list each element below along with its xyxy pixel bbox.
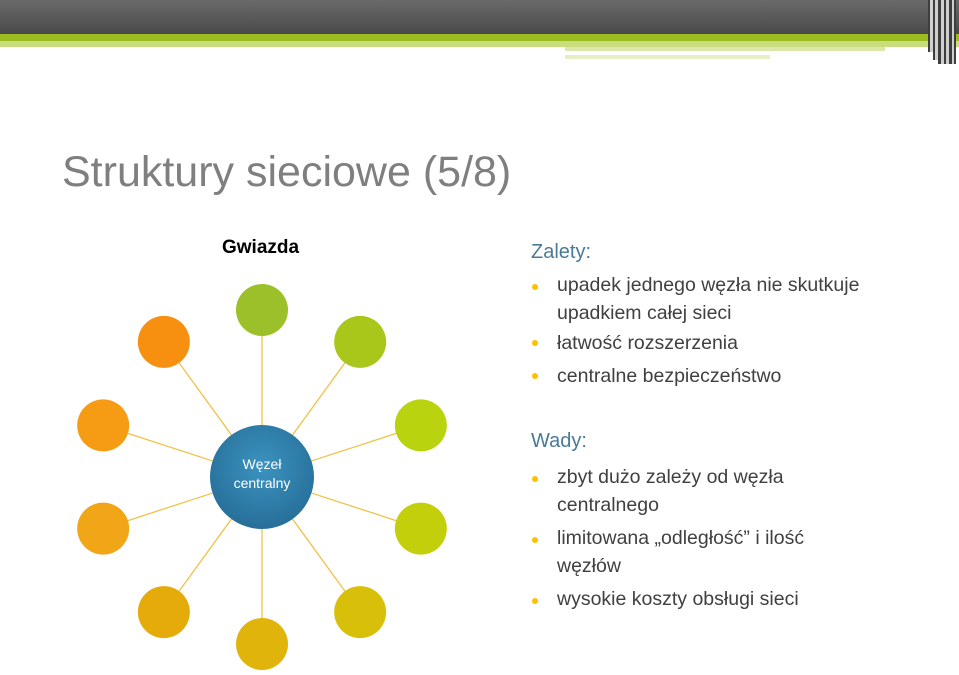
connector-line: [127, 432, 213, 462]
advantages-heading: Zalety:: [531, 241, 592, 263]
connector-line: [311, 432, 397, 462]
disadvantage-item-line: węzłów: [557, 555, 621, 577]
outer-node: [137, 586, 190, 639]
advantages-list: upadek jednego węzła nie skutkuje upadki…: [531, 271, 931, 393]
connector-line: [178, 518, 232, 592]
outer-node: [236, 284, 288, 336]
disadvantage-item: wysokie koszty obsługi sieci: [531, 585, 931, 613]
disadvantages-heading: Wady:: [531, 430, 587, 452]
outer-node: [394, 399, 447, 452]
connector-line: [178, 362, 232, 436]
advantage-item: łatwość rozszerzenia: [531, 327, 931, 360]
outer-node: [236, 618, 288, 670]
central-node-label-line1: Węzeł: [242, 456, 282, 472]
connector-lines: [127, 336, 397, 618]
advantage-item: upadek jednego węzła nie skutkuje upadki…: [531, 271, 931, 327]
disadvantage-item-line: centralnego: [557, 494, 659, 516]
connector-line: [127, 492, 213, 522]
diagram-label: Gwiazda: [222, 237, 300, 258]
advantage-item-line: łatwość rozszerzenia: [557, 332, 738, 354]
central-node: [210, 425, 314, 529]
advantage-item-line: upadek jednego węzła nie skutkuje: [557, 274, 860, 296]
disadvantage-item: zbyt dużo zależy od węzła centralnego: [531, 463, 931, 519]
advantage-item-line: centralne bezpieczeństwo: [557, 365, 782, 387]
outer-node: [334, 586, 387, 639]
outer-node: [77, 502, 130, 555]
disadvantage-item-line: zbyt dużo zależy od węzła: [557, 466, 784, 488]
outer-node: [394, 502, 447, 555]
central-node-label-line2: centralny: [233, 475, 291, 491]
central-node-label: Węzeł centralny: [210, 455, 314, 493]
outer-node: [137, 315, 190, 368]
header-decoration-bar: [0, 0, 959, 64]
disadvantage-item-line: limitowana „odległość” i ilość: [557, 527, 805, 549]
slide-title: Struktury sieciowe (5/8): [62, 148, 512, 196]
connector-line: [292, 518, 346, 592]
connector-line: [311, 492, 397, 522]
disadvantages-list: zbyt dużo zależy od węzła centralnego li…: [531, 463, 931, 613]
connector-line: [292, 362, 346, 436]
disadvantage-item: limitowana „odległość” i ilość węzłów: [531, 524, 931, 580]
outer-node: [334, 315, 387, 368]
advantage-item-line: upadkiem całej sieci: [557, 302, 732, 324]
outer-nodes: [77, 284, 447, 670]
outer-node: [77, 399, 130, 452]
disadvantage-item-line: wysokie koszty obsługi sieci: [557, 588, 799, 610]
advantage-item: centralne bezpieczeństwo: [531, 360, 931, 393]
